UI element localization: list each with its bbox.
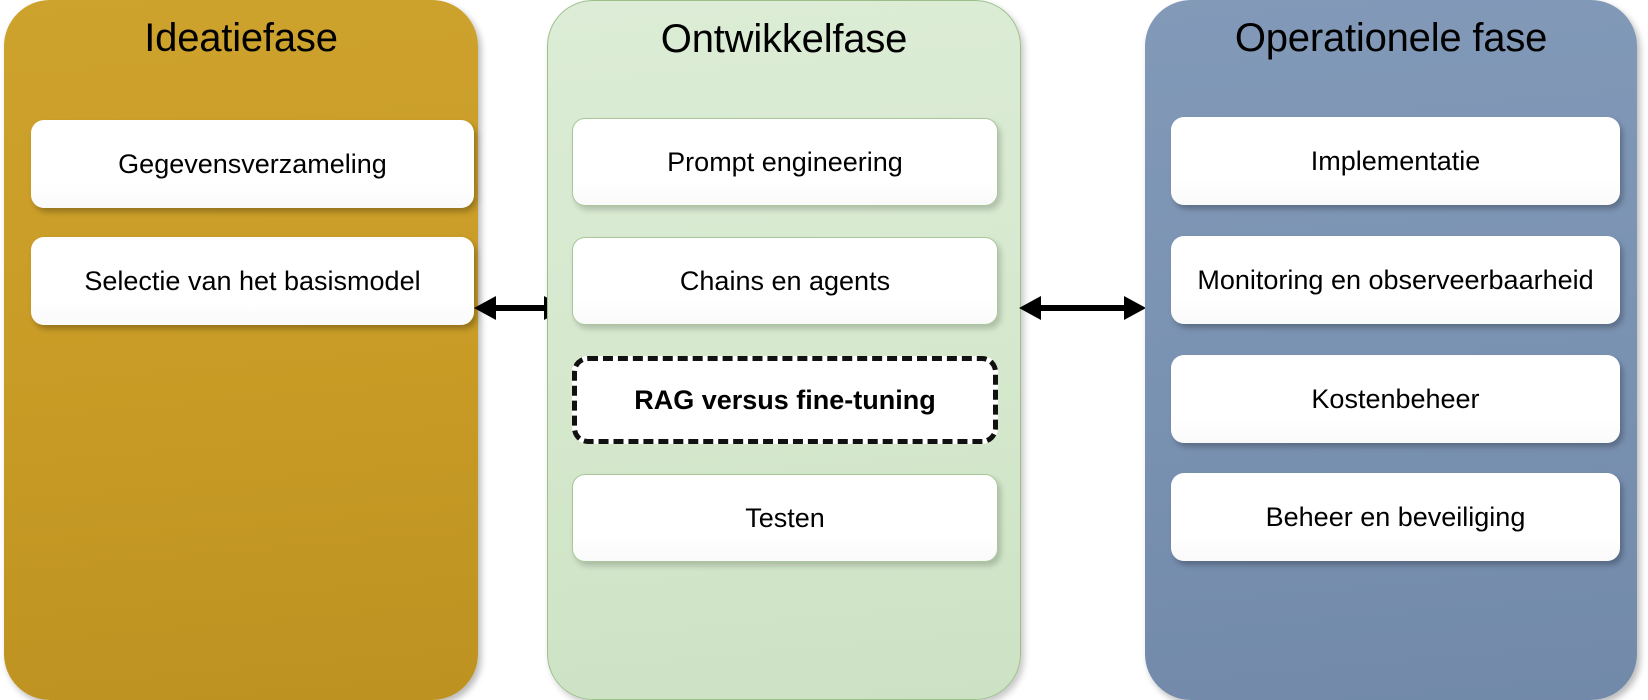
- phase-card-implementatie[interactable]: Implementatie: [1171, 117, 1620, 205]
- phase-card-testen[interactable]: Testen: [572, 474, 998, 562]
- phase-title-develop: Ontwikkelfase: [660, 17, 908, 61]
- phase-title-ideate: Ideatiefase: [144, 16, 338, 60]
- card-label: Testen: [745, 503, 825, 533]
- card-label: Implementatie: [1310, 146, 1481, 176]
- card-label: Kostenbeheer: [1311, 384, 1480, 414]
- phase-card-rag-versus-fine-tuning[interactable]: RAG versus fine-tuning: [572, 356, 998, 444]
- card-label: Prompt engineering: [667, 147, 903, 177]
- phase-card-selectie-basismodel[interactable]: Selectie van het basismodel: [31, 237, 474, 325]
- phase-title-operate: Operationele fase: [1234, 16, 1548, 60]
- phase-card-kostenbeheer[interactable]: Kostenbeheer: [1171, 355, 1620, 443]
- card-label: Monitoring en observeerbaarheid: [1197, 265, 1594, 295]
- phase-card-monitoring-observeerbaarheid[interactable]: Monitoring en observeerbaarheid: [1171, 236, 1620, 324]
- phase-panel-ideate[interactable]: Ideatiefase Gegevensverzameling Selectie…: [4, 0, 478, 700]
- phase-panel-operate[interactable]: Operationele fase Implementatie Monitori…: [1145, 0, 1637, 700]
- phase-panel-develop[interactable]: Ontwikkelfase Prompt engineering Chains …: [547, 0, 1021, 700]
- card-label: Beheer en beveiliging: [1265, 502, 1526, 532]
- phase-card-chains-en-agents[interactable]: Chains en agents: [572, 237, 998, 325]
- card-label: Selectie van het basismodel: [84, 266, 421, 296]
- connector-develop-operate: [1019, 288, 1146, 328]
- card-label: RAG versus fine-tuning: [634, 385, 936, 415]
- phase-card-prompt-engineering[interactable]: Prompt engineering: [572, 118, 998, 206]
- diagram-canvas: Ideatiefase Gegevensverzameling Selectie…: [4, 0, 1637, 700]
- card-label: Gegevensverzameling: [118, 149, 387, 179]
- phase-card-beheer-en-beveiliging[interactable]: Beheer en beveiliging: [1171, 473, 1620, 561]
- card-label: Chains en agents: [679, 266, 891, 296]
- phase-card-gegevensverzameling[interactable]: Gegevensverzameling: [31, 120, 474, 208]
- double-arrow-horizontal-icon: [1019, 296, 1146, 320]
